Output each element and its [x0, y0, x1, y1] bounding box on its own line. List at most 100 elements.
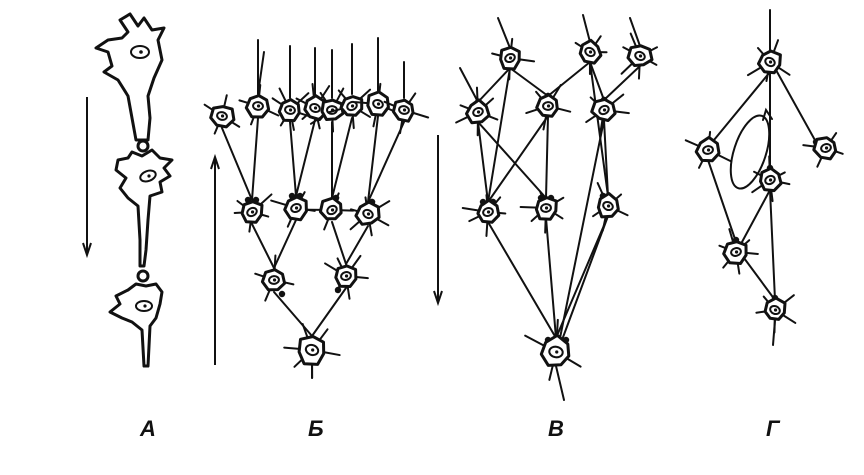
- neuron-g: [802, 132, 844, 168]
- axon: [561, 215, 609, 341]
- nucleolus: [376, 102, 381, 106]
- input-fiber: [582, 14, 591, 43]
- axon: [487, 67, 511, 203]
- axon: [477, 121, 489, 203]
- neuron-v-relay: [461, 193, 507, 237]
- nucleolus: [768, 60, 773, 64]
- dendrite: [222, 94, 228, 109]
- neuron-v-input: [585, 93, 630, 136]
- dendrite: [351, 113, 355, 130]
- neuron-b-relay: [306, 192, 355, 231]
- axon: [589, 61, 605, 101]
- neuron-b-relay: [324, 254, 369, 300]
- nucleolus: [555, 350, 559, 354]
- panel-label-a: А: [140, 416, 156, 441]
- dendrite: [751, 183, 764, 194]
- neuron-v-relay: [592, 182, 629, 232]
- dendrite: [322, 351, 341, 357]
- axon: [273, 291, 313, 337]
- panel-label-b: Б: [308, 416, 324, 441]
- dendrite: [519, 206, 539, 209]
- neuron-b-input: [203, 94, 241, 135]
- neuron-v-input: [525, 83, 572, 131]
- nucleolus: [147, 174, 151, 178]
- neuron-v-input: [620, 32, 659, 80]
- dendrite: [270, 199, 289, 207]
- nucleolus: [402, 108, 407, 112]
- direction-arrows: [82, 97, 443, 365]
- nucleolus: [344, 274, 349, 278]
- axon: [273, 219, 297, 269]
- axon: [713, 71, 771, 141]
- axon: [487, 221, 557, 339]
- nucleolus: [706, 148, 711, 152]
- neuron-a-top: [94, 12, 166, 142]
- loop-arrow-head: [762, 107, 773, 121]
- dendrite: [599, 117, 604, 136]
- nucleolus: [734, 250, 739, 254]
- dendrite: [517, 58, 536, 63]
- dendrite: [407, 92, 417, 104]
- neuron-v-input: [455, 86, 499, 137]
- axon: [477, 67, 511, 103]
- axon: [311, 287, 347, 337]
- neuron-b-input: [354, 82, 401, 128]
- neuron-b-output: [283, 323, 341, 379]
- axon: [295, 119, 316, 197]
- axon: [545, 115, 549, 199]
- panel-label-v: В: [548, 416, 564, 441]
- dendrite: [684, 139, 701, 148]
- axon: [221, 127, 253, 201]
- dendrite: [295, 92, 310, 106]
- panel-label-g: Г: [766, 416, 780, 441]
- axon: [555, 365, 565, 401]
- nucleolus: [311, 348, 315, 352]
- synapse: [278, 290, 286, 298]
- dendrite: [358, 109, 371, 118]
- nucleolus: [139, 50, 143, 54]
- axon: [559, 119, 605, 339]
- neuron-g: [751, 155, 791, 203]
- dendrite: [728, 228, 735, 245]
- neuron-b-relay: [254, 254, 295, 302]
- nucleolus: [602, 108, 607, 112]
- neuron-b-input: [383, 92, 430, 135]
- neuron-v-output: [524, 318, 582, 381]
- neurons: [203, 32, 844, 381]
- neuron-b-relay: [349, 196, 391, 237]
- neuron-b-relay: [233, 193, 273, 233]
- dendrite: [309, 113, 326, 125]
- nucleolus: [773, 308, 778, 312]
- axon: [545, 217, 557, 339]
- input-fiber: [629, 17, 641, 47]
- nucleolus: [606, 204, 611, 208]
- axon: [741, 189, 771, 243]
- neuron-v-input: [574, 35, 608, 76]
- nucleolus: [486, 210, 491, 214]
- nucleolus: [588, 50, 593, 54]
- dendrite: [411, 111, 430, 119]
- neuron-b-input: [271, 87, 315, 131]
- axon: [331, 117, 353, 199]
- nucleolus: [256, 104, 261, 108]
- arrow-down-a: [82, 97, 92, 259]
- axon: [367, 115, 379, 203]
- nucleolus: [272, 278, 277, 282]
- nucleolus: [330, 208, 335, 212]
- nucleolus: [638, 54, 643, 58]
- nucleolus: [824, 146, 829, 150]
- neuron-v-relay: [519, 190, 565, 234]
- neuron-a-middle: [114, 148, 174, 268]
- dendrite: [551, 83, 562, 100]
- nucleolus: [313, 106, 318, 110]
- dendrite: [335, 87, 345, 104]
- input-fiber: [257, 51, 265, 95]
- axon: [743, 257, 776, 301]
- input-fiber: [459, 67, 479, 103]
- axon: [487, 115, 549, 203]
- nucleolus: [220, 114, 225, 118]
- dendrite: [331, 117, 335, 133]
- dendrite: [776, 65, 791, 76]
- axon: [603, 119, 609, 197]
- dendrite: [461, 207, 481, 212]
